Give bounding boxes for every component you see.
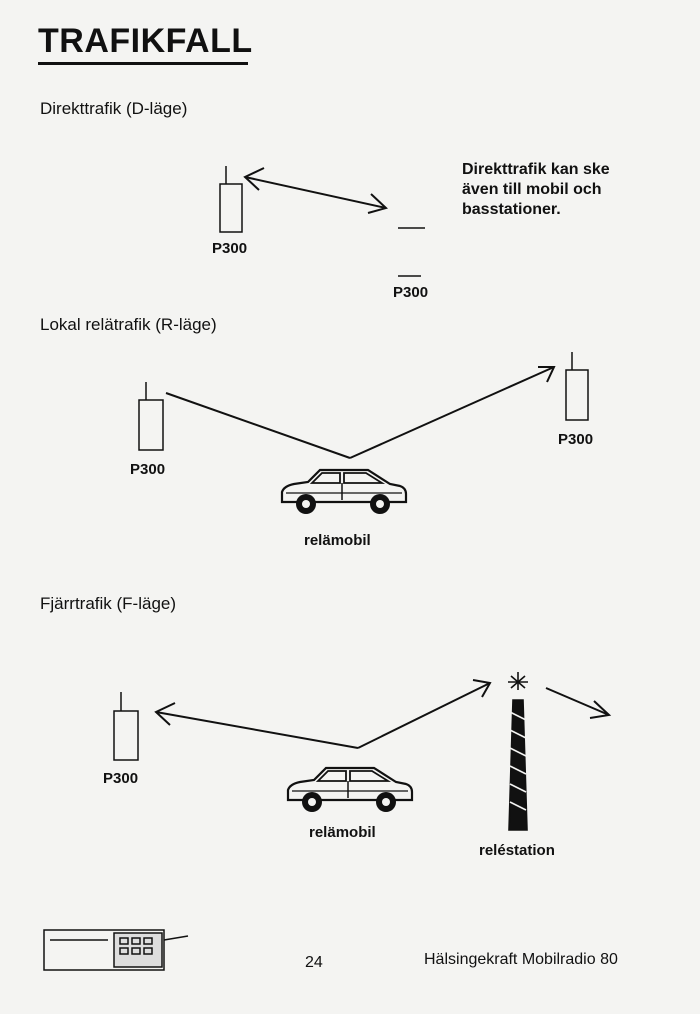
radio-p300-remote [113, 692, 139, 761]
label-relay-vehicle-remote: relämobil [309, 824, 376, 841]
direct-traffic-note: Direkttrafik kan ske även till mobil och… [462, 160, 610, 220]
label-p300-local-left: P300 [130, 461, 166, 478]
title-underline [38, 62, 248, 65]
relay-vehicle-local-car [280, 468, 408, 516]
handheld-radio-icon [43, 929, 189, 971]
relay-vehicle-remote-car [286, 766, 414, 814]
relay-station-tower [508, 672, 528, 831]
relay-lines-remote [154, 679, 612, 749]
heading-remote-traffic: Fjärrtrafik (F-läge) [40, 594, 177, 613]
label-p300-local-right: P300 [558, 431, 594, 448]
radio-p300-local-right [565, 352, 589, 421]
radio-p300-local-left [138, 382, 164, 451]
heading-local-relay-traffic: Lokal relätrafik (R-läge) [40, 315, 217, 334]
label-p300-direct-left: P300 [212, 240, 248, 257]
radio-p300-direct-right-marks [398, 227, 425, 277]
label-p300-remote: P300 [103, 770, 139, 787]
label-relay-vehicle-local: relämobil [304, 532, 371, 549]
relay-lines-local [165, 366, 556, 459]
label-relay-station: reléstation [479, 842, 555, 859]
note-line-2: även till mobil och [462, 181, 602, 198]
note-line-1: Direkttrafik kan ske [462, 161, 610, 178]
label-p300-direct-right: P300 [393, 284, 429, 301]
note-line-3: basstationer. [462, 201, 561, 218]
page-number: 24 [305, 954, 323, 971]
signal-arrow-direct [243, 167, 388, 214]
heading-direct-traffic: Direkttrafik (D-läge) [40, 99, 188, 118]
radio-p300-direct-left [219, 166, 243, 233]
footer-publisher: Hälsingekraft Mobilradio 80 [424, 951, 618, 968]
page-title: TRAFIKFALL [38, 22, 253, 60]
